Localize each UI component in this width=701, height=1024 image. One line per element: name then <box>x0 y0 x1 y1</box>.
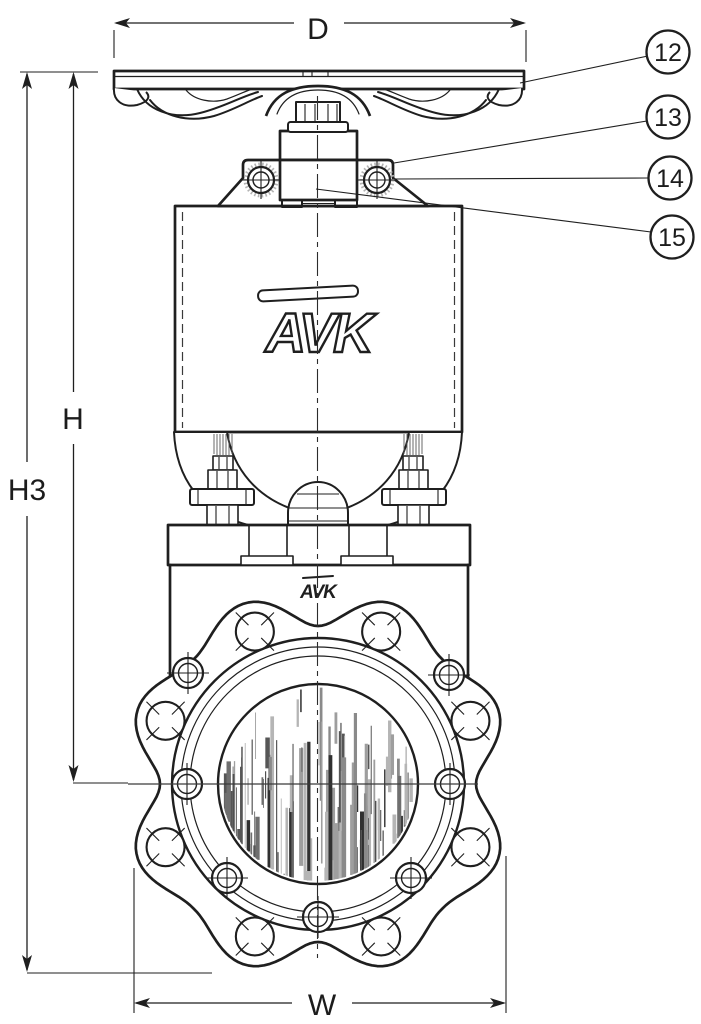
avk-logo-large-text: AVK <box>263 301 377 364</box>
callout-leader-13 <box>393 120 648 164</box>
avk-logo-large: AVK <box>257 284 381 365</box>
gland-stud-right <box>381 455 447 526</box>
callout-leader-15 <box>315 188 652 233</box>
handwheel-spokes-right <box>373 87 524 120</box>
dim-label-w: W <box>308 989 337 1022</box>
dimension-h: H <box>20 71 128 784</box>
stem-thread-hatch-right <box>403 434 423 455</box>
stem-nut-block <box>278 158 359 208</box>
gate-hatch-texture <box>223 687 413 881</box>
handwheel-spokes-left <box>112 87 263 120</box>
callout-13: 13 <box>645 94 691 140</box>
dim-label-d: D <box>307 13 329 46</box>
dim-label-h: H <box>62 403 84 436</box>
dimension-w: W <box>133 856 507 1022</box>
valve-body-sides <box>168 563 470 680</box>
centerlines <box>128 96 478 958</box>
yoke-bracket <box>216 158 430 208</box>
dim-label-h3: H3 <box>8 474 46 507</box>
handwheel-boss <box>278 129 359 162</box>
callout-12-number: 12 <box>654 39 682 67</box>
dimension-h3: H3 <box>8 72 212 974</box>
handwheel <box>112 69 526 162</box>
stem-thread-hatch-left <box>213 434 233 455</box>
avk-logo-small: AVK <box>299 575 339 603</box>
callout-12: 12 <box>645 29 691 75</box>
callout-15-number: 15 <box>658 224 686 252</box>
callout-14: 14 <box>647 155 693 201</box>
lug-bolt-holes <box>145 611 491 957</box>
callout-14-number: 14 <box>656 165 684 193</box>
callout-13-number: 13 <box>654 104 682 132</box>
dimension-d: D <box>113 13 527 62</box>
bonnet <box>173 204 464 434</box>
avk-logo-small-text: AVK <box>299 582 338 603</box>
callout-leader-14 <box>395 177 649 180</box>
callout-15: 15 <box>649 214 695 260</box>
callout-leader-12 <box>519 55 649 84</box>
yoke-bolt-right <box>358 161 396 199</box>
callouts: 12 13 14 15 <box>315 29 695 260</box>
yoke-bolt-left <box>242 161 280 199</box>
bonnet-flange-plate <box>166 523 472 567</box>
